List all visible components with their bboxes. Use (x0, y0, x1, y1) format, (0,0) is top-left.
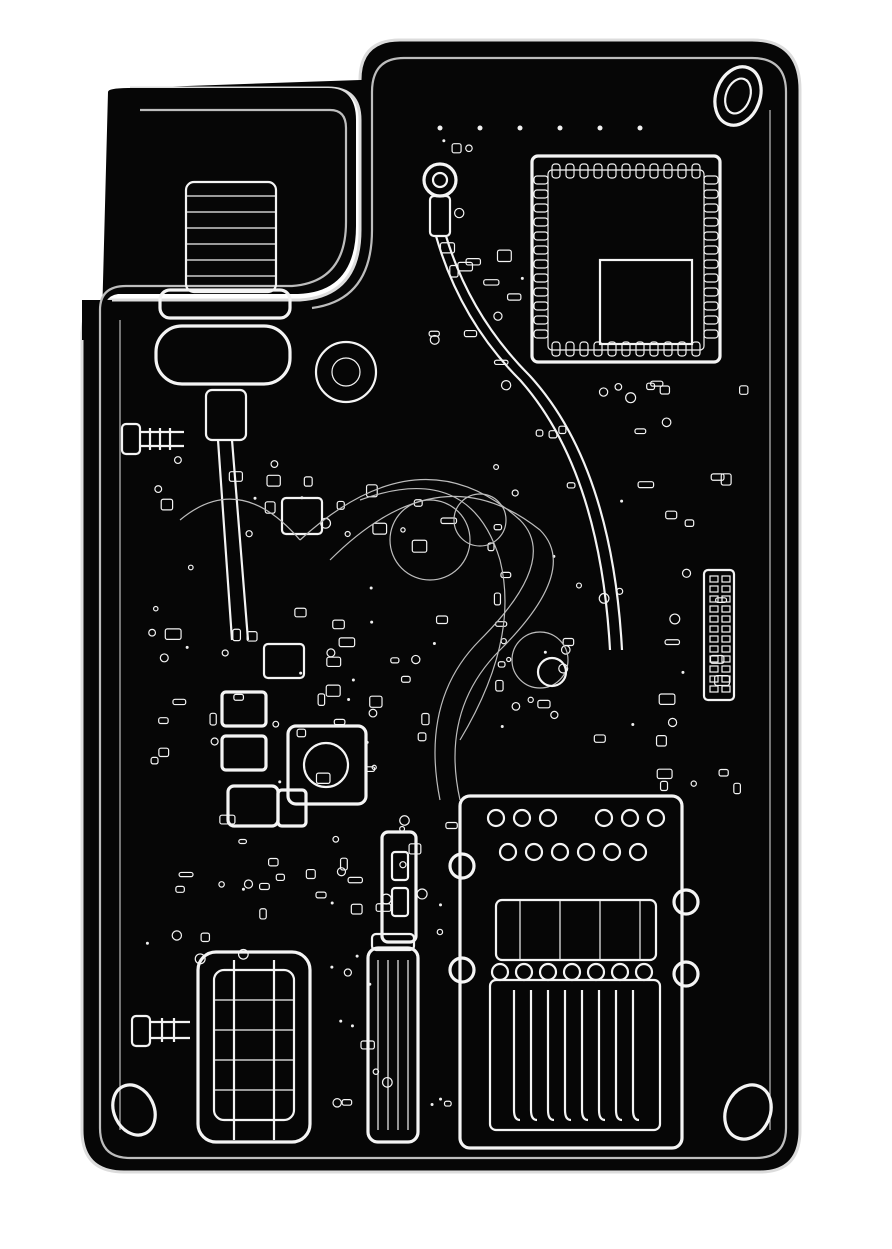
ethernet-rj45-jack (448, 794, 700, 1150)
rf-module-shield (530, 154, 722, 364)
pcb-mounting-boss (111, 65, 773, 1141)
sma-antenna-connector (154, 180, 292, 641)
pcb-components (145, 125, 749, 1108)
dc-barrel-jack (196, 950, 312, 1144)
enclosure-body (80, 38, 802, 1174)
led-light-pipe (380, 830, 418, 944)
mounting-screw (120, 422, 190, 1048)
pcb-wires (179, 478, 569, 801)
ufl-antenna-connector (422, 162, 624, 651)
usb-connector (366, 932, 420, 1144)
